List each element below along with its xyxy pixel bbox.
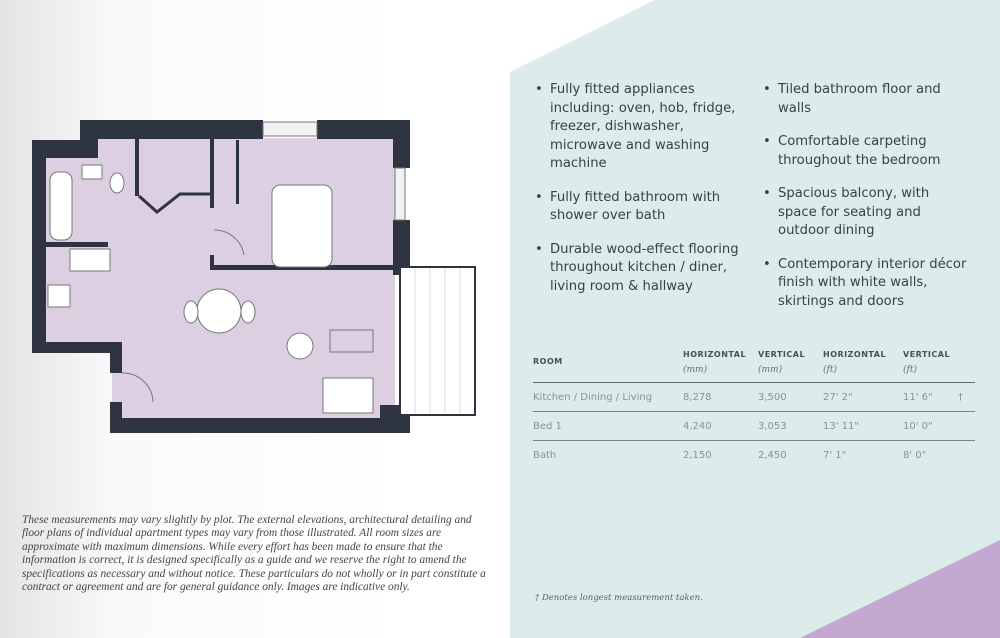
bath — [49, 171, 73, 241]
table-header-row: ROOM HORIZONTAL(mm) VERTICAL(mm) HORIZON… — [533, 343, 975, 383]
cell: 8' 0" — [903, 449, 927, 461]
cell: Bath — [533, 449, 557, 461]
col-header: HORIZONTAL(mm) — [683, 350, 747, 375]
tv-unit — [329, 329, 374, 353]
cell: Bed 1 — [533, 420, 562, 432]
chair — [240, 300, 256, 324]
cell — [958, 412, 975, 441]
basin — [81, 164, 103, 180]
dining-table — [196, 288, 242, 334]
sink — [69, 248, 111, 272]
walls — [32, 120, 410, 433]
hob — [47, 284, 71, 308]
feature-item: Fully fitted bathroom with shower over b… — [535, 189, 745, 226]
balcony — [399, 266, 476, 416]
purple-corner — [800, 540, 1000, 638]
window — [262, 121, 318, 137]
table-row: Kitchen / Dining / Living 8,278 3,500 27' 2… — [533, 383, 975, 412]
features-left: Fully fitted appliances including: oven,… — [535, 81, 745, 311]
toilet — [109, 172, 125, 194]
cell: 11' 6" — [903, 391, 933, 403]
dagger-mark: † — [958, 391, 963, 403]
bed — [271, 184, 333, 268]
footnote: † Denotes longest measurement taken. — [535, 593, 703, 603]
cell: 3,053 — [758, 420, 787, 432]
furniture — [47, 121, 406, 414]
cell: Kitchen / Dining / Living — [533, 391, 653, 403]
cell: 2,450 — [758, 449, 787, 461]
cell: 2,150 — [683, 449, 712, 461]
col-header: HORIZONTAL(ft) — [823, 350, 887, 375]
feature-item: Spacious balcony, with space for seating… — [763, 185, 968, 241]
cell: 8,278 — [683, 391, 712, 403]
cell: 13' 11" — [823, 420, 859, 432]
feature-item: Fully fitted appliances including: oven,… — [535, 81, 745, 174]
feature-item: Durable wood-effect flooring throughout … — [535, 241, 745, 297]
feature-item: Comfortable carpeting throughout the bed… — [763, 133, 968, 170]
cell: 7' 1" — [823, 449, 847, 461]
room-dimensions-table: ROOM HORIZONTAL(mm) VERTICAL(mm) HORIZON… — [533, 343, 975, 470]
window — [394, 167, 406, 221]
col-header: ROOM — [533, 357, 563, 366]
feature-item: Tiled bathroom floor and walls — [763, 81, 968, 118]
armchair — [286, 332, 314, 360]
features-right: Tiled bathroom floor and walls Comfortab… — [763, 81, 968, 326]
chair — [183, 300, 199, 324]
feature-item: Contemporary interior décor finish with … — [763, 256, 968, 312]
table-row: Bed 1 4,240 3,053 13' 11" 10' 0" — [533, 412, 975, 441]
table-row: Bath 2,150 2,450 7' 1" 8' 0" — [533, 441, 975, 470]
cell — [958, 441, 975, 470]
cell: 10' 0" — [903, 420, 933, 432]
cell: 27' 2" — [823, 391, 853, 403]
col-header: VERTICAL(mm) — [758, 350, 806, 375]
disclaimer: These measurements may vary slightly by … — [22, 514, 486, 594]
balcony-decking — [414, 268, 461, 414]
col-header: VERTICAL(ft) — [903, 350, 951, 375]
cell: 4,240 — [683, 420, 712, 432]
sofa — [322, 377, 374, 414]
cell: 3,500 — [758, 391, 787, 403]
